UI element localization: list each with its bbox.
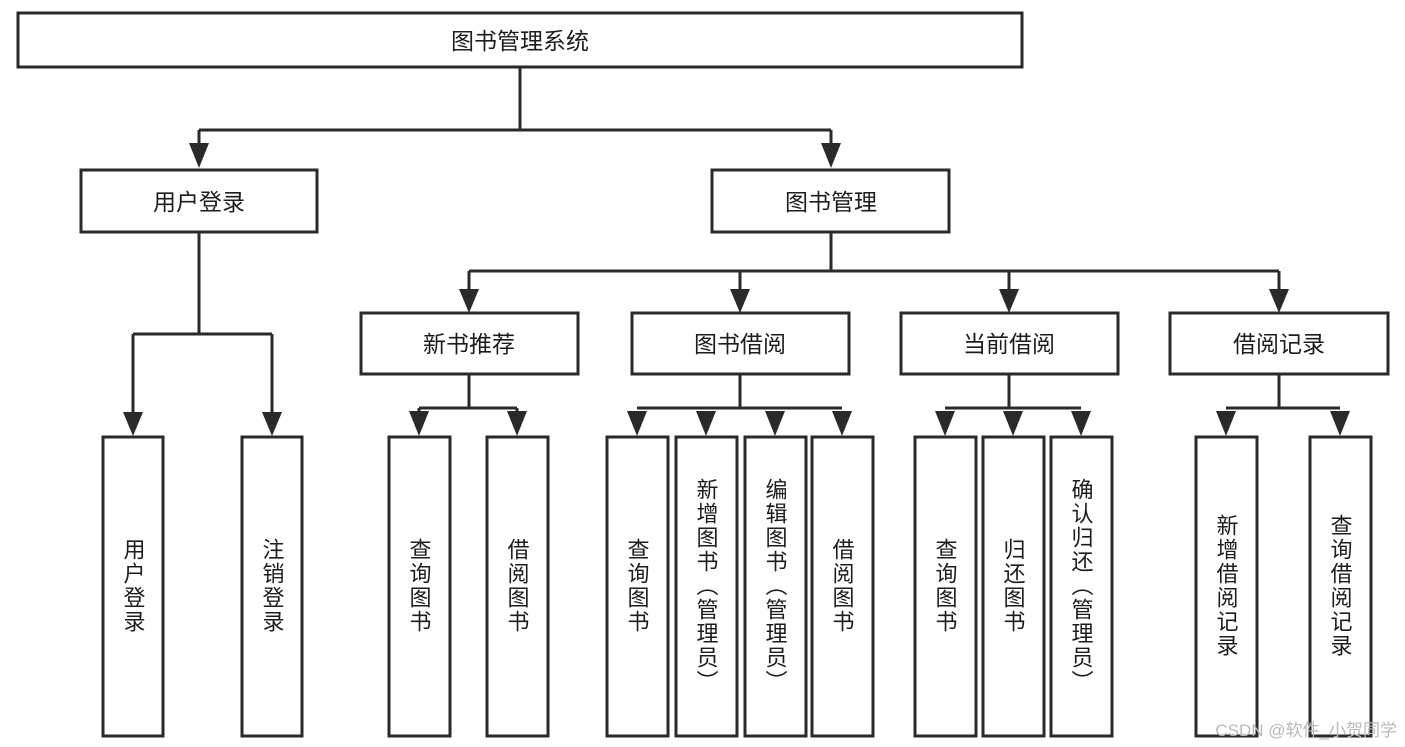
arrow-head-current-borrow [999,289,1019,313]
node-root-label: 图书管理系统 [451,28,589,54]
leaf-new-book-borrow-label: 借阅图书 [505,538,530,634]
node-book-borrow-box[interactable] [630,311,851,376]
leaf-borrow-record-query[interactable]: 查询借阅记录 [1308,435,1373,738]
node-current-borrow[interactable]: 当前借阅 [899,311,1120,376]
leaf-book-borrow-query-label: 查询图书 [625,538,650,634]
arrow-head-user-login-leaf2 [262,412,282,436]
node-user-login[interactable]: 用户登录 [79,168,319,234]
arrow-head-current-borrow-leaf2 [1003,411,1023,436]
leaf-current-borrow-query[interactable]: 查询图书 [913,435,978,738]
leaf-book-borrow-query-box[interactable] [605,435,670,738]
leaf-book-borrow-edit[interactable]: 编辑图书（管理员） [743,435,808,738]
leaf-borrow-record-add[interactable]: 新增借阅记录 [1194,435,1259,738]
leaf-user-login-login[interactable]: 用户登录 [101,435,165,738]
connector-group-book-mgmt [459,232,1289,313]
leaf-new-book-query-box[interactable] [387,435,452,738]
leaf-book-borrow-add-box[interactable] [674,435,739,738]
arrow-head-book-borrow-leaf3 [765,411,785,436]
leaf-book-borrow-borrow-label: 借阅图书 [830,538,855,634]
node-book-management-box[interactable] [710,168,951,234]
node-new-book-recommend[interactable]: 新书推荐 [359,311,580,376]
node-book-borrow-label: 图书借阅 [694,331,786,357]
node-book-borrow[interactable]: 图书借阅 [630,311,851,376]
arrow-head-borrow-record-leaf1 [1216,411,1236,436]
leaf-borrow-record-add-box[interactable] [1194,435,1259,738]
connector-group-borrow-record [1216,374,1350,436]
leaf-new-book-borrow[interactable]: 借阅图书 [485,435,550,738]
node-book-management[interactable]: 图书管理 [710,168,951,234]
node-current-borrow-box[interactable] [899,311,1120,376]
leaf-current-borrow-return-box[interactable] [981,435,1046,738]
arrow-head-user-login [189,143,209,168]
node-borrow-record-label: 借阅记录 [1233,331,1325,357]
arrow-head-book-mgmt [821,143,841,168]
leaf-book-borrow-add[interactable]: 新增图书（管理员） [674,435,739,738]
leaf-new-book-borrow-box[interactable] [485,435,550,738]
leaf-user-login-logout-label: 注销登录 [260,538,285,634]
arrow-head-book-borrow [730,289,750,313]
arrow-head-new-book [459,289,479,313]
leaf-book-borrow-borrow-box[interactable] [810,435,875,738]
arrow-head-book-borrow-leaf2 [696,411,716,436]
leaf-borrow-record-query-label: 查询借阅记录 [1328,514,1353,658]
leaf-book-borrow-add-label: 新增图书（管理员） [694,478,719,694]
connector-group-new-book [409,374,527,436]
arrow-head-new-book-leaf1 [409,411,429,436]
leaf-current-borrow-confirm-box[interactable] [1049,435,1114,738]
arrow-head-new-book-leaf2 [507,411,527,436]
node-borrow-record-box[interactable] [1168,311,1390,376]
arrow-head-book-borrow-leaf1 [627,411,647,436]
node-current-borrow-label: 当前借阅 [963,331,1055,357]
node-root-book-management-system[interactable]: 图书管理系统 [16,11,1024,69]
leaf-user-login-login-label: 用户登录 [121,538,146,634]
node-new-book-recommend-label: 新书推荐 [423,331,515,357]
leaf-user-login-logout[interactable]: 注销登录 [240,435,304,738]
leaf-new-book-query-label: 查询图书 [407,538,432,634]
leaf-borrow-record-query-box[interactable] [1308,435,1373,738]
node-book-management-label: 图书管理 [785,189,877,215]
arrow-head-user-login-leaf1 [123,412,143,436]
leaf-current-borrow-query-box[interactable] [913,435,978,738]
leaf-user-login-login-box[interactable] [101,435,165,738]
node-root-box[interactable] [16,11,1024,69]
leaf-book-borrow-borrow[interactable]: 借阅图书 [810,435,875,738]
node-user-login-label: 用户登录 [153,189,245,215]
arrow-head-current-borrow-leaf3 [1071,411,1091,436]
leaf-current-borrow-confirm-label: 确认归还（管理员） [1069,478,1094,694]
leaf-book-borrow-query[interactable]: 查询图书 [605,435,670,738]
connector-group-user-login [123,232,282,436]
leaf-current-borrow-query-label: 查询图书 [933,538,958,634]
leaf-book-borrow-edit-box[interactable] [743,435,808,738]
leaf-current-borrow-return[interactable]: 归还图书 [981,435,1046,738]
connector-group-current-borrow [935,374,1091,436]
node-borrow-record[interactable]: 借阅记录 [1168,311,1390,376]
node-user-login-box[interactable] [79,168,319,234]
connector-group-book-borrow [627,374,852,436]
leaf-current-borrow-return-label: 归还图书 [1001,538,1026,634]
connector-group-root [189,67,841,168]
leaf-borrow-record-add-label: 新增借阅记录 [1214,514,1239,658]
leaf-current-borrow-confirm[interactable]: 确认归还（管理员） [1049,435,1114,738]
leaf-user-login-logout-box[interactable] [240,435,304,738]
leaf-new-book-query[interactable]: 查询图书 [387,435,452,738]
node-new-book-recommend-box[interactable] [359,311,580,376]
arrow-head-borrow-record-leaf2 [1330,411,1350,436]
arrow-head-book-borrow-leaf4 [832,411,852,436]
leaf-book-borrow-edit-label: 编辑图书（管理员） [763,478,788,694]
arrow-head-current-borrow-leaf1 [935,411,955,436]
arrow-head-borrow-record [1269,289,1289,313]
